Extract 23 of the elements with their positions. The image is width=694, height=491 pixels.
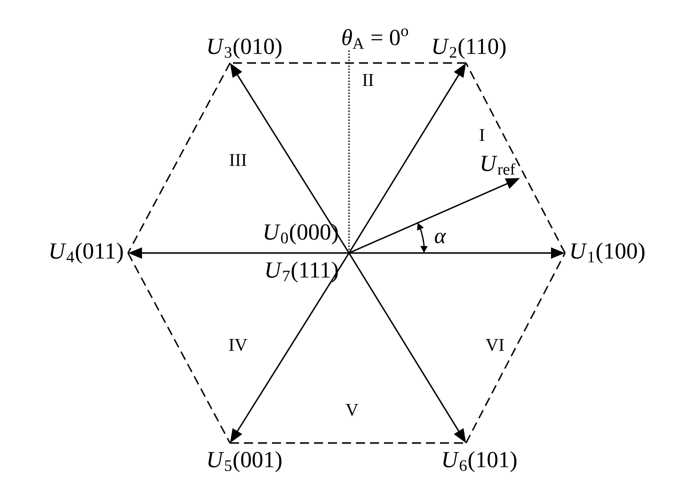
vector-label: U$_{6}$(101)	[443, 451, 516, 472]
vector-label: U$_{2}$(110)	[433, 38, 506, 59]
reference-line	[348, 50, 350, 253]
sector-label: III	[230, 154, 246, 166]
hexagon-edge	[465, 252, 566, 444]
vector-label: U$_{5}$(001)	[208, 451, 282, 472]
sector-label: I	[480, 129, 484, 141]
angle-reference-label: θ$_{A}$ = 0$^{o}$	[342, 28, 408, 49]
sector-label: IV	[229, 338, 248, 352]
vector-label: U$_{4}$(011)	[50, 242, 123, 264]
vector-label: U$_{3}$(010)	[208, 38, 282, 59]
angle-label: α	[434, 232, 446, 244]
sector-label: II	[362, 74, 374, 86]
hexagon-edge	[230, 442, 466, 444]
hexagon-edge	[127, 62, 231, 254]
sector-label: V	[346, 404, 358, 416]
hexagon-edge	[230, 62, 466, 64]
vector-label: U$_{ref}$	[482, 156, 516, 175]
origin-label: U$_{0}$(000) U$_{7}$(111)	[264, 224, 338, 282]
vector-label: U$_{1}$(100)	[571, 242, 644, 264]
hexagon-edge	[465, 62, 566, 254]
hexagon-edge	[127, 252, 231, 444]
sector-label: VI	[486, 338, 504, 352]
